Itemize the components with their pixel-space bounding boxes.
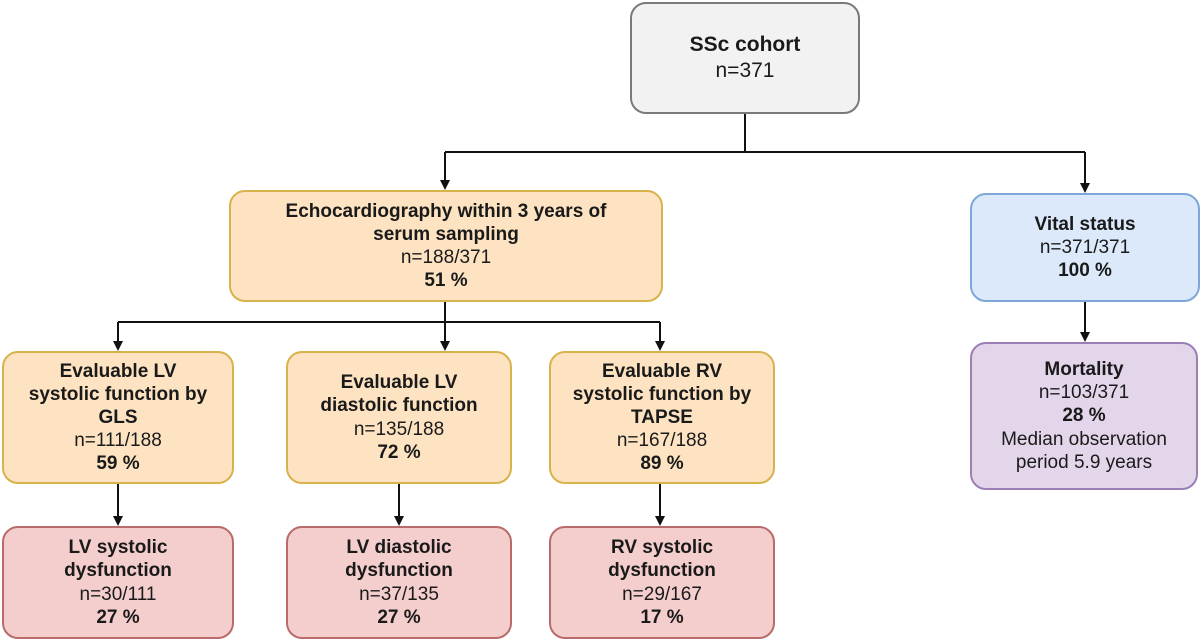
vital-pct: 100 % [1058, 260, 1112, 282]
lv-diastolic-n: n=135/188 [353, 418, 445, 440]
lv-gls-title-line2: systolic function by [28, 383, 208, 405]
lv-gls-title-line1: Evaluable LV [59, 360, 177, 382]
rv-sys-dys-pct: 17 % [640, 606, 684, 628]
echo-n: n=188/371 [400, 247, 492, 268]
lv-dia-dys-title-line1: LV diastolic [346, 537, 452, 559]
lv-gls-box: Evaluable LV systolic function by GLS n=… [2, 351, 234, 484]
rv-sys-dys-n: n=29/167 [622, 583, 702, 605]
lv-sys-dys-title-line2: dysfunction [64, 560, 172, 582]
echo-title-line1: Echocardiography within 3 years of [285, 200, 607, 222]
echo-title-line2: serum sampling [373, 223, 519, 245]
vital-box: Vital status n=371/371 100 % [970, 193, 1200, 302]
echo-box: Echocardiography within 3 years of serum… [229, 190, 663, 302]
mortality-pct: 28 % [1062, 405, 1106, 427]
rv-tapse-n: n=167/188 [616, 430, 708, 452]
lv-sys-dys-pct: 27 % [96, 606, 140, 628]
lv-sys-dys-title-line1: LV systolic [68, 537, 168, 559]
lv-diastolic-title-line2: diastolic function [320, 395, 478, 417]
lv-sys-dys-box: LV systolic dysfunction n=30/111 27 % [2, 526, 234, 639]
lv-gls-title-line3: GLS [98, 406, 138, 428]
cohort-title: SSc cohort [689, 33, 801, 57]
lv-dia-dys-box: LV diastolic dysfunction n=37/135 27 % [286, 526, 512, 639]
rv-sys-dys-title-line1: RV systolic [610, 537, 714, 559]
vital-n: n=371/371 [1039, 236, 1131, 258]
lv-dia-dys-n: n=37/135 [359, 583, 439, 605]
cohort-box: SSc cohort n=371 [630, 2, 860, 114]
lv-diastolic-title-line1: Evaluable LV [340, 372, 458, 394]
rv-tapse-title-line1: Evaluable RV [601, 360, 723, 382]
rv-tapse-pct: 89 % [640, 453, 684, 475]
lv-gls-n: n=111/188 [74, 430, 162, 452]
mortality-note-line1: Median observation [1001, 428, 1167, 450]
lv-dia-dys-title-line2: dysfunction [345, 560, 453, 582]
mortality-note-line2: period 5.9 years [1015, 451, 1153, 473]
rv-sys-dys-box: RV systolic dysfunction n=29/167 17 % [549, 526, 775, 639]
cohort-n: n=371 [715, 59, 775, 82]
lv-sys-dys-n: n=30/111 [79, 583, 157, 605]
mortality-n: n=103/371 [1038, 382, 1130, 404]
mortality-title: Mortality [1044, 359, 1124, 381]
mortality-box: Mortality n=103/371 28 % Median observat… [970, 342, 1198, 490]
rv-tapse-box: Evaluable RV systolic function by TAPSE … [549, 351, 775, 484]
vital-title: Vital status [1034, 213, 1136, 235]
echo-pct: 51 % [424, 270, 468, 292]
lv-gls-pct: 59 % [96, 453, 140, 475]
rv-sys-dys-title-line2: dysfunction [608, 560, 716, 582]
rv-tapse-title-line3: TAPSE [631, 406, 693, 428]
lv-diastolic-box: Evaluable LV diastolic function n=135/18… [286, 351, 512, 484]
lv-diastolic-pct: 72 % [377, 441, 421, 463]
rv-tapse-title-line2: systolic function by [572, 383, 752, 405]
lv-dia-dys-pct: 27 % [377, 606, 421, 628]
